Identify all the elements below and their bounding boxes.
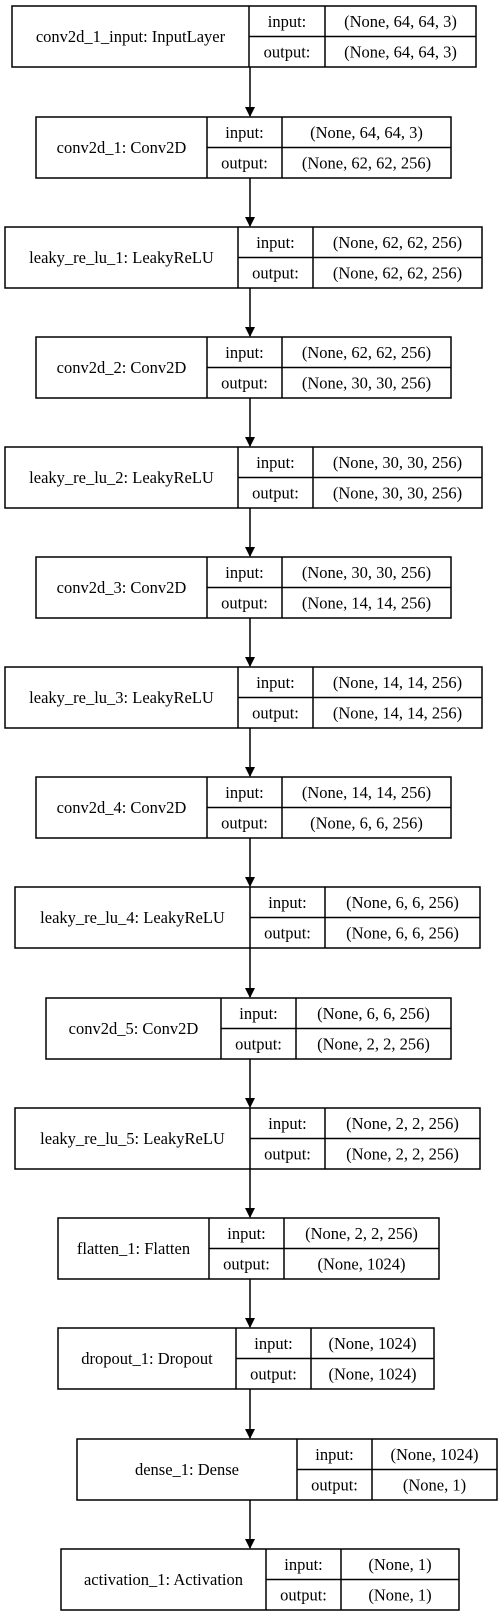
input-shape: (None, 30, 30, 256) bbox=[302, 563, 431, 582]
input-port-label: input: bbox=[254, 1334, 293, 1353]
output-port-label: output: bbox=[221, 153, 268, 172]
layer-node: leaky_re_lu_5: LeakyReLU input: output: (No… bbox=[14, 1107, 481, 1170]
layer-node: flatten_1: Flatten input: output: (None, 2,… bbox=[57, 1217, 440, 1280]
input-shape: (None, 1) bbox=[368, 1555, 431, 1574]
layer-label: leaky_re_lu_5: LeakyReLU bbox=[40, 1129, 225, 1148]
output-port-label: output: bbox=[223, 1254, 270, 1273]
input-shape: (None, 30, 30, 256) bbox=[333, 453, 462, 472]
layer-label: conv2d_2: Conv2D bbox=[57, 358, 187, 377]
input-shape: (None, 6, 6, 256) bbox=[346, 893, 459, 912]
input-port-label: input: bbox=[256, 673, 295, 692]
layer-label: leaky_re_lu_3: LeakyReLU bbox=[29, 688, 214, 707]
layer-node: leaky_re_lu_3: LeakyReLU input: output: (No… bbox=[4, 666, 483, 729]
output-shape: (None, 14, 14, 256) bbox=[333, 703, 462, 722]
output-port-label: output: bbox=[252, 263, 299, 282]
output-shape: (None, 62, 62, 256) bbox=[333, 263, 462, 282]
output-port-label: output: bbox=[250, 1364, 297, 1383]
nodes-group: conv2d_1_input: InputLayer input: output: (… bbox=[4, 5, 498, 1611]
output-port-label: output: bbox=[221, 373, 268, 392]
input-shape: (None, 2, 2, 256) bbox=[305, 1224, 418, 1243]
input-shape: (None, 6, 6, 256) bbox=[317, 1004, 430, 1023]
input-port-label: input: bbox=[227, 1224, 266, 1243]
output-shape: (None, 1024) bbox=[318, 1254, 406, 1273]
layer-label: leaky_re_lu_1: LeakyReLU bbox=[29, 248, 214, 267]
layer-node: leaky_re_lu_4: LeakyReLU input: output: (No… bbox=[14, 886, 481, 949]
input-shape: (None, 64, 64, 3) bbox=[310, 123, 423, 142]
input-port-label: input: bbox=[239, 1004, 278, 1023]
layer-label: leaky_re_lu_4: LeakyReLU bbox=[40, 908, 225, 927]
input-port-label: input: bbox=[225, 563, 264, 582]
output-shape: (None, 2, 2, 256) bbox=[317, 1034, 430, 1053]
output-shape: (None, 6, 6, 256) bbox=[310, 813, 423, 832]
input-port-label: input: bbox=[256, 453, 295, 472]
input-port-label: input: bbox=[268, 893, 307, 912]
input-shape: (None, 62, 62, 256) bbox=[302, 343, 431, 362]
input-shape: (None, 64, 64, 3) bbox=[344, 12, 457, 31]
output-shape: (None, 2, 2, 256) bbox=[346, 1144, 459, 1163]
output-port-label: output: bbox=[252, 703, 299, 722]
output-port-label: output: bbox=[264, 1144, 311, 1163]
output-shape: (None, 14, 14, 256) bbox=[302, 593, 431, 612]
output-shape: (None, 1024) bbox=[329, 1364, 417, 1383]
layer-label: flatten_1: Flatten bbox=[77, 1239, 190, 1258]
output-shape: (None, 30, 30, 256) bbox=[333, 483, 462, 502]
layer-label: dense_1: Dense bbox=[135, 1460, 239, 1479]
input-port-label: input: bbox=[284, 1555, 323, 1574]
input-shape: (None, 1024) bbox=[329, 1334, 417, 1353]
layer-node: dense_1: Dense input: output: (None, 1024) (… bbox=[76, 1438, 498, 1501]
input-port-label: input: bbox=[225, 783, 264, 802]
output-port-label: output: bbox=[221, 593, 268, 612]
input-shape: (None, 14, 14, 256) bbox=[302, 783, 431, 802]
output-shape: (None, 1) bbox=[368, 1585, 431, 1604]
input-port-label: input: bbox=[256, 233, 295, 252]
input-port-label: input: bbox=[268, 12, 307, 31]
input-port-label: input: bbox=[225, 343, 264, 362]
layer-label: conv2d_3: Conv2D bbox=[57, 578, 187, 597]
layer-node: conv2d_3: Conv2D input: output: (None, 30, … bbox=[35, 556, 452, 619]
layer-label: conv2d_5: Conv2D bbox=[69, 1019, 199, 1038]
output-shape: (None, 1) bbox=[403, 1475, 466, 1494]
output-port-label: output: bbox=[264, 923, 311, 942]
output-port-label: output: bbox=[235, 1034, 282, 1053]
layer-node: conv2d_5: Conv2D input: output: (None, 6, 6… bbox=[45, 997, 452, 1060]
input-port-label: input: bbox=[315, 1445, 354, 1464]
output-shape: (None, 62, 62, 256) bbox=[302, 153, 431, 172]
layer-node: conv2d_1: Conv2D input: output: (None, 64, … bbox=[35, 116, 452, 179]
input-shape: (None, 62, 62, 256) bbox=[333, 233, 462, 252]
output-port-label: output: bbox=[311, 1475, 358, 1494]
layer-node: conv2d_1_input: InputLayer input: output: (… bbox=[11, 5, 477, 68]
input-shape: (None, 1024) bbox=[391, 1445, 479, 1464]
output-shape: (None, 30, 30, 256) bbox=[302, 373, 431, 392]
output-shape: (None, 64, 64, 3) bbox=[344, 42, 457, 61]
layer-label: dropout_1: Dropout bbox=[81, 1349, 213, 1368]
layer-label: conv2d_4: Conv2D bbox=[57, 798, 187, 817]
layer-node: activation_1: Activation input: output: (No… bbox=[60, 1548, 460, 1611]
output-shape: (None, 6, 6, 256) bbox=[346, 923, 459, 942]
layer-label: conv2d_1: Conv2D bbox=[57, 138, 187, 157]
output-port-label: output: bbox=[221, 813, 268, 832]
layer-label: activation_1: Activation bbox=[84, 1570, 243, 1589]
layer-label: conv2d_1_input: InputLayer bbox=[36, 27, 226, 46]
input-shape: (None, 14, 14, 256) bbox=[333, 673, 462, 692]
layer-node: conv2d_2: Conv2D input: output: (None, 62, … bbox=[35, 336, 452, 399]
output-port-label: output: bbox=[252, 483, 299, 502]
layer-node: dropout_1: Dropout input: output: (None, 10… bbox=[57, 1327, 435, 1390]
output-port-label: output: bbox=[264, 42, 311, 61]
layer-label: leaky_re_lu_2: LeakyReLU bbox=[29, 468, 214, 487]
layer-node: leaky_re_lu_1: LeakyReLU input: output: (No… bbox=[4, 226, 483, 289]
output-port-label: output: bbox=[280, 1585, 327, 1604]
input-port-label: input: bbox=[225, 123, 264, 142]
layer-node: leaky_re_lu_2: LeakyReLU input: output: (No… bbox=[4, 446, 483, 509]
input-shape: (None, 2, 2, 256) bbox=[346, 1114, 459, 1133]
input-port-label: input: bbox=[268, 1114, 307, 1133]
layer-node: conv2d_4: Conv2D input: output: (None, 14, … bbox=[35, 776, 452, 839]
